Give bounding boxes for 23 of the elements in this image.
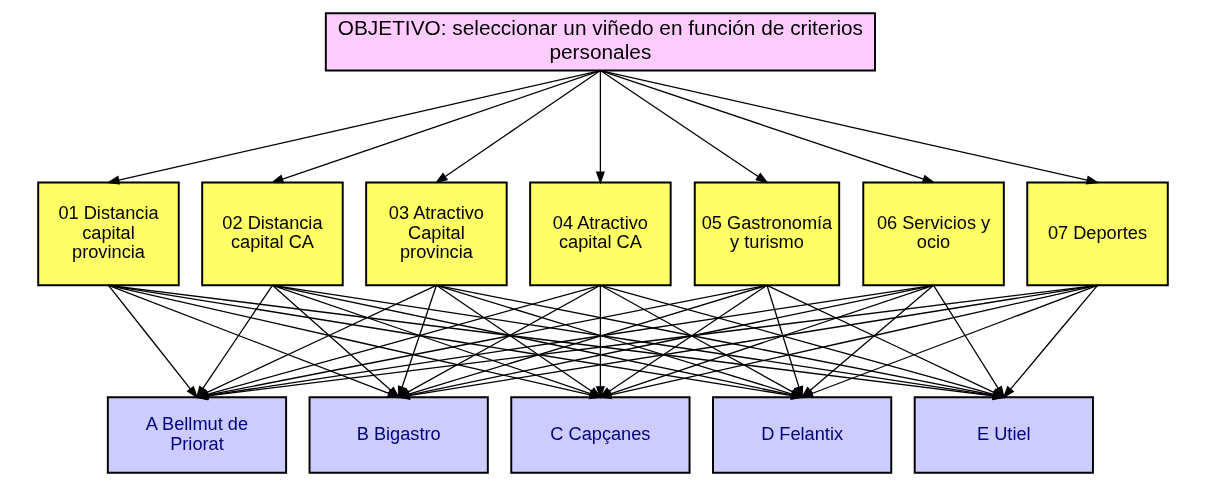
node-box: OBJETIVO: seleccionar un viñedo en función de criterios personales — [324, 12, 876, 72]
node-box: 02 Distancia capital CA — [201, 181, 344, 287]
node-box: 05 Gastronomía y turismo — [693, 181, 841, 287]
arrow — [599, 69, 936, 184]
node-box: A Bellmut de Priorat — [106, 396, 288, 474]
node-box: 01 Distancia capital provincia — [37, 181, 180, 287]
arrow — [1002, 284, 1099, 399]
arrow — [595, 69, 605, 185]
arrow — [599, 69, 1100, 185]
arrow — [595, 284, 605, 400]
node-box: 04 Atractivo capital CA — [529, 181, 672, 287]
node-box: 03 Atractivo Capital provincia — [365, 181, 508, 287]
node-box: B Bigastro — [308, 396, 489, 474]
node-box: D Felantix — [712, 396, 893, 474]
node-box: E Utiel — [913, 396, 1094, 474]
node-box: 06 Servicios y ocio — [862, 181, 1005, 287]
arrow — [106, 69, 602, 185]
arrow — [107, 284, 199, 399]
arrow — [434, 69, 602, 184]
node-box: C Capçanes — [510, 396, 691, 474]
node-box: 07 Deportes — [1026, 181, 1169, 287]
arrow — [270, 69, 602, 184]
arrow — [599, 69, 769, 184]
